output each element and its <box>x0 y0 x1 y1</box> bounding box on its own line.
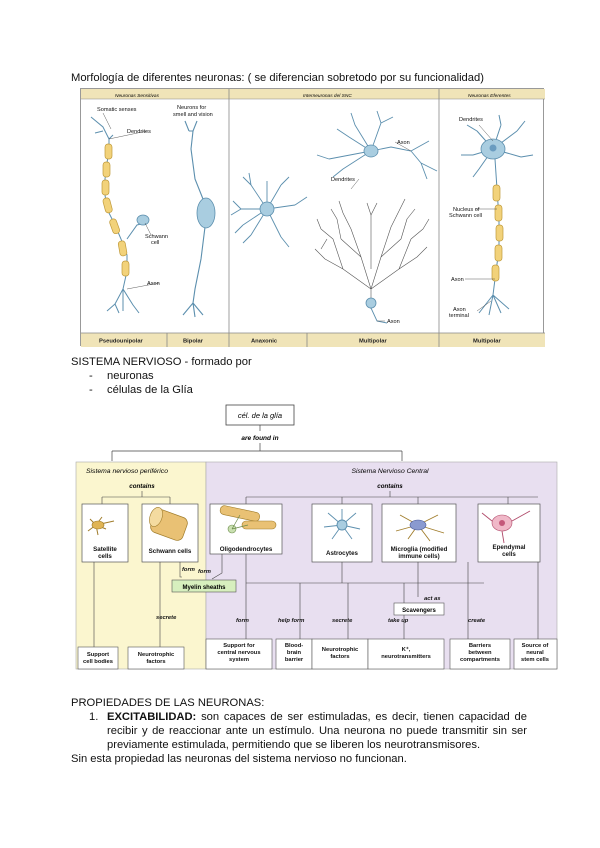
properties-heading: PROPIEDADES DE LAS NEURONAS: <box>71 697 265 709</box>
property-description: son capaces de ser estimuladas, es decir… <box>107 711 527 751</box>
footer-bipolar: Bipolar <box>183 339 204 345</box>
anaxonic-neuron-illustration <box>230 172 308 248</box>
pns-contains: contains <box>129 483 155 490</box>
glial-cells-concept-map: cél. de la glía are found in Sistema ner… <box>72 403 559 673</box>
root-glia-cells: cél. de la glía <box>238 411 282 420</box>
satellite-cell-icon <box>87 516 115 536</box>
footer-multipolar-1: Multipolar <box>359 339 387 345</box>
verb-form-3: form <box>236 618 249 624</box>
footer-pseudounipolar: Pseudounipolar <box>99 339 144 345</box>
header-efferent: Neuronas Eferentes <box>468 93 511 99</box>
oligodendrocyte-icon <box>219 505 277 534</box>
label-are-found-in: are found in <box>241 435 278 442</box>
verb-form-2: form <box>198 569 211 575</box>
list-item-neurons: neuronas <box>107 370 154 382</box>
microglia-icon <box>395 514 445 542</box>
verb-secrete-2: secrete <box>332 618 353 624</box>
list-bullet-2: - <box>89 384 93 396</box>
closing-sentence: Sin esta propiedad las neuronas del sist… <box>71 753 407 765</box>
astrocyte-icon <box>323 509 361 540</box>
verb-take-up: take up <box>388 618 409 624</box>
nervous-system-heading: SISTEMA NERVIOSO - formado por <box>71 356 252 368</box>
label-dendrites-inter: Dendrites <box>331 177 355 183</box>
purkinje-neuron-illustration <box>314 198 430 309</box>
multipolar-interneuron-illustration <box>316 110 438 180</box>
verb-create: create <box>468 618 486 624</box>
label-axon-inter-2: Axon <box>387 319 400 325</box>
property-number-1: 1. <box>89 711 99 723</box>
morphology-heading: Morfología de diferentes neuronas: ( se … <box>71 72 484 84</box>
cell-schwann: Schwann cells <box>149 548 192 555</box>
list-item-glia: células de la Glía <box>107 384 193 396</box>
verb-act-as: act as <box>424 596 441 602</box>
label-axon-efferent: Axon <box>451 277 464 283</box>
header-sensory: Neuronas Sensitivas <box>115 93 160 99</box>
myelin-sheaths: Myelin sheaths <box>182 585 226 591</box>
cns-contains: contains <box>377 483 403 490</box>
footer-multipolar-2: Multipolar <box>473 339 501 345</box>
cell-oligodendrocytes: Oligodendrocytes <box>220 546 273 553</box>
footer-anaxonic: Anaxonic <box>251 339 278 345</box>
label-dendrites-sensory: Dendrites <box>127 129 151 135</box>
label-somatic-senses: Somatic senses <box>97 107 137 113</box>
label-axon-inter-1: Axon <box>397 140 410 146</box>
pseudounipolar-neuron-illustration <box>90 116 146 314</box>
property-excitability: EXCITABILIDAD: son capaces de ser estimu… <box>107 710 527 752</box>
header-interneurons: Interneuronas del SNC <box>303 93 352 99</box>
ependymal-cell-icon <box>481 510 531 544</box>
pns-title: Sistema nervioso periférico <box>86 468 168 475</box>
cns-title: Sistema Nervioso Central <box>351 468 429 475</box>
property-term: EXCITABILIDAD: <box>107 711 197 723</box>
list-bullet-1: - <box>89 370 93 382</box>
neuron-morphology-figure: Neuronas Sensitivas Interneuronas del SN… <box>80 88 545 347</box>
verb-help-form: help form <box>278 618 304 624</box>
verb-secrete-1: secrete <box>156 615 177 621</box>
scavengers-box: Scavengers <box>402 608 436 614</box>
schwann-cell-icon <box>149 507 188 541</box>
label-dendrites-efferent: Dendrites <box>459 117 483 123</box>
outcome-k-neurotransmitters: K⁺,neurotransmitters <box>381 646 431 660</box>
cell-astrocytes: Astrocytes <box>326 550 359 557</box>
verb-form-1: form <box>182 567 195 573</box>
bipolar-neuron-illustration <box>182 120 206 318</box>
